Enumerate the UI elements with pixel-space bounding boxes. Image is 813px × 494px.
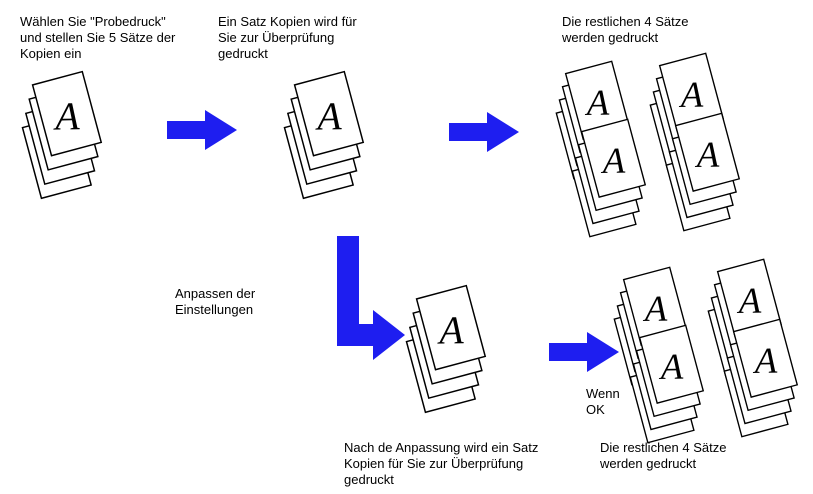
svg-text:A: A — [658, 346, 684, 387]
paper-stack-icon: A — [665, 112, 741, 232]
label-remaining-sets-bottom: Die restlichen 4 Sätze werden gedruckt — [600, 440, 727, 471]
svg-text:A: A — [52, 94, 81, 138]
paper-stack-icon: A — [723, 318, 799, 438]
label-one-set-printed: Ein Satz Kopien wird für Sie zur Überprü… — [218, 14, 357, 61]
svg-text:A: A — [600, 140, 626, 181]
paper-stack-group-remaining-bottom: A A A — [610, 258, 812, 446]
paper-stack-icon: A — [629, 324, 705, 444]
paper-stack-adjusted-proof-icon: A — [405, 284, 487, 414]
arrow-right-icon — [449, 112, 519, 152]
label-after-adjustment: Nach de Anpassung wird ein Satz Kopien f… — [344, 440, 539, 487]
svg-text:A: A — [694, 134, 720, 175]
label-adjust-settings: Anpassen der Einstellungen — [175, 286, 256, 317]
label-remaining-sets-top: Die restlichen 4 Sätze werden gedruckt — [562, 14, 689, 45]
svg-text:A: A — [436, 308, 465, 352]
paper-stack-group-remaining-top: A A A — [552, 52, 754, 240]
svg-text:A: A — [752, 340, 778, 381]
svg-text:A: A — [642, 288, 668, 329]
paper-stack-original-icon: A — [21, 70, 103, 200]
svg-text:A: A — [314, 94, 343, 138]
label-when-ok: Wenn OK — [586, 386, 620, 417]
label-select-proof-print: Wählen Sie "Probedruck" und stellen Sie … — [20, 14, 176, 61]
svg-text:A: A — [584, 82, 610, 123]
arrow-right-icon — [167, 110, 237, 150]
paper-stack-proof-icon: A — [283, 70, 365, 200]
svg-text:A: A — [736, 280, 762, 321]
arrow-right-icon — [549, 332, 619, 372]
svg-text:A: A — [678, 74, 704, 115]
paper-stack-icon: A — [571, 118, 647, 238]
arrow-down-right-icon — [337, 236, 405, 360]
